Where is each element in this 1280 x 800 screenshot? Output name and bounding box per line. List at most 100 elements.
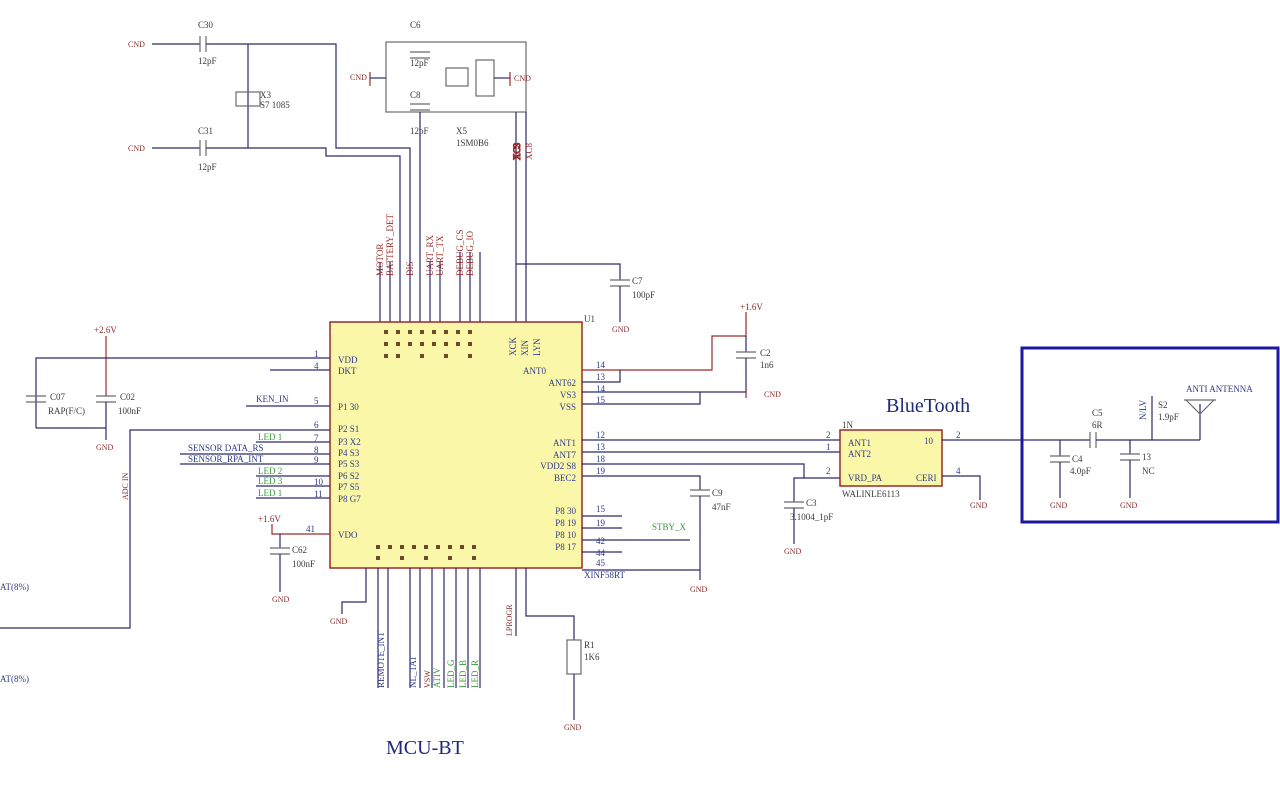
mcu-top-pin-markers bbox=[376, 330, 476, 560]
pin-num-14: 14 bbox=[596, 360, 606, 370]
r1-value: 1K6 bbox=[584, 652, 600, 662]
bottom-vertical-nets: GND REMOTE_INT NL_TAT VSW ATIV LED_G LED… bbox=[330, 568, 625, 732]
gnd-label: CND bbox=[514, 74, 531, 83]
pin-num-5: 5 bbox=[314, 396, 319, 406]
net-led-r: LED_R bbox=[470, 660, 480, 688]
c62-value: 100nF bbox=[292, 559, 315, 569]
bt-body[interactable] bbox=[839, 429, 943, 487]
c13-ref: 13 bbox=[1142, 452, 1152, 462]
pin-num-44: 44 bbox=[596, 548, 606, 558]
mcu-pin-xck: XCK bbox=[508, 336, 518, 356]
antenna-icon bbox=[1185, 399, 1215, 415]
bt-pin-num-out: 2 bbox=[956, 430, 961, 440]
gnd-label: GND bbox=[784, 547, 802, 556]
mcu-pin-p1: P1 30 bbox=[338, 402, 359, 412]
gnd-label: GND bbox=[1120, 501, 1138, 510]
xc3-net: XC3 bbox=[512, 142, 522, 160]
mcu-left-connections: +2.6V C07 RAP(F/C) C02 100nF GND 1 4 KEN… bbox=[0, 325, 330, 684]
mcu-pin-p817: P8 17 bbox=[555, 542, 576, 552]
antenna-label: ANTI ANTENNA bbox=[1186, 384, 1253, 394]
pin-num-6: 6 bbox=[314, 420, 319, 430]
crystal-x3 bbox=[235, 91, 261, 107]
crystal-x5-section: CND C6 12pF C8 12pF CND X5 1SM0B6 XC3 XC… bbox=[350, 20, 534, 322]
mcu-pin-p819: P8 19 bbox=[555, 518, 576, 528]
x3-value: S7 1085 bbox=[260, 100, 290, 110]
gnd-label: GND bbox=[690, 585, 708, 594]
c2-value: 1n6 bbox=[760, 360, 774, 370]
net-led-1: LED 1 bbox=[258, 432, 282, 442]
x5-ref: X5 bbox=[456, 126, 467, 136]
gnd-label: CND bbox=[128, 40, 145, 49]
net-nl-tat: NL_TAT bbox=[408, 655, 418, 688]
gnd-label: CND bbox=[764, 390, 781, 399]
resistor-r1 bbox=[566, 639, 582, 675]
mcu-ref: U1 bbox=[584, 314, 595, 324]
net-battery-det: BATTERY_DET bbox=[385, 213, 395, 276]
c62-ref: C62 bbox=[292, 545, 307, 555]
c07-value: RAP(F/C) bbox=[48, 406, 85, 416]
c9-ref: C9 bbox=[712, 488, 723, 498]
mcu-pin-p810: P8 10 bbox=[555, 530, 576, 540]
mcu-pin-xin: XIN bbox=[520, 340, 530, 356]
net-uart-rx: UART_RX bbox=[425, 235, 435, 276]
net-led-3: LED 3 bbox=[258, 476, 283, 486]
pin-num-42: 42 bbox=[596, 536, 605, 546]
power-16v-b: +1.6V bbox=[740, 302, 763, 312]
mcu-bt-title: MCU-BT bbox=[386, 737, 464, 759]
c7-ref: C7 bbox=[632, 276, 643, 286]
mcu-pin-p4: P4 S3 bbox=[338, 448, 360, 458]
pin-num-4: 4 bbox=[314, 361, 319, 371]
c02-value: 100nF bbox=[118, 406, 141, 416]
bt-pin-10: 10 bbox=[924, 436, 934, 446]
mcu-body[interactable] bbox=[329, 321, 583, 569]
pin-num-11: 11 bbox=[314, 489, 323, 499]
nc-label: NC bbox=[1142, 466, 1155, 476]
net-ken-in: KEN_IN bbox=[256, 394, 289, 404]
antenna-matching-box[interactable]: C5 6R C4 4.0pF GND 13 NC GND N/LV S2 1.9… bbox=[1020, 346, 1280, 524]
antenna-frame[interactable] bbox=[1020, 346, 1280, 524]
pin-num-19: 19 bbox=[596, 466, 606, 476]
gnd-label: GND bbox=[1050, 501, 1068, 510]
pin-num-8: 8 bbox=[314, 445, 319, 455]
pin-num-12: 12 bbox=[596, 430, 605, 440]
mcu-pin-ant0: ANT0 bbox=[523, 366, 546, 376]
net-debug-cs: DEBUG_CS bbox=[455, 229, 465, 276]
net-remote-int: REMOTE_INT bbox=[376, 631, 386, 688]
mcu-pin-vss: VSS bbox=[559, 402, 576, 412]
pin-num-19b: 19 bbox=[596, 518, 606, 528]
net-sensor-data: SENSOR DATA_RS bbox=[188, 443, 264, 453]
c3-ref: C3 bbox=[806, 498, 817, 508]
pin-num-14b: 14 bbox=[596, 384, 606, 394]
gnd-label: GND bbox=[612, 325, 630, 334]
pin-num-13b: 13 bbox=[596, 442, 606, 452]
c3-value: 3.1004_1pF bbox=[790, 512, 833, 522]
gnd-label: CND bbox=[128, 144, 145, 153]
net-uart-tx: UART_TX bbox=[435, 235, 445, 276]
c5-value: 6R bbox=[1092, 420, 1103, 430]
net-led-2: LED 2 bbox=[258, 466, 282, 476]
mcu-pin-vdd2: VDD2 S8 bbox=[540, 461, 576, 471]
pin-num-9: 9 bbox=[314, 455, 319, 465]
mcu-pin-dkt: DKT bbox=[338, 366, 357, 376]
power-26v: +2.6V bbox=[94, 325, 117, 335]
bluetooth-module[interactable]: BlueTooth 1N ANT1 ANT2 VRD_PA 10 CERI 2 … bbox=[784, 395, 1060, 556]
mcu-pin-lyn: LYN bbox=[532, 338, 542, 356]
mcu-pin-p7: P7 S5 bbox=[338, 482, 360, 492]
pin-num-18: 18 bbox=[596, 454, 606, 464]
net-led-b: LED_B bbox=[458, 660, 468, 688]
c8-value: 12pF bbox=[410, 126, 429, 136]
bt-pin-num-1: 1 bbox=[826, 442, 831, 452]
gnd-label: GND bbox=[970, 501, 988, 510]
left-edge-net-1: AT(8%) bbox=[0, 582, 29, 592]
mcu-chip[interactable]: VDD DKT P1 30 P2 S1 P3 X2 P4 S3 P5 S3 P6… bbox=[329, 321, 583, 569]
c6-value: 12pF bbox=[410, 58, 429, 68]
net-xinf58rt: XINF58RT bbox=[584, 570, 625, 580]
c31-value: 12pF bbox=[198, 162, 217, 172]
bt-pin-ceri: CERI bbox=[916, 473, 937, 483]
gnd-label: GND bbox=[330, 617, 348, 626]
c4-value: 4.0pF bbox=[1070, 466, 1091, 476]
mcu-right-connections: +1.6V C2 1n6 CND 14 13 14 15 12 13 18 19… bbox=[582, 302, 840, 594]
net-adc-in: ADC IN bbox=[121, 472, 130, 500]
net-debug-io: DEBUG_IO bbox=[465, 231, 475, 276]
